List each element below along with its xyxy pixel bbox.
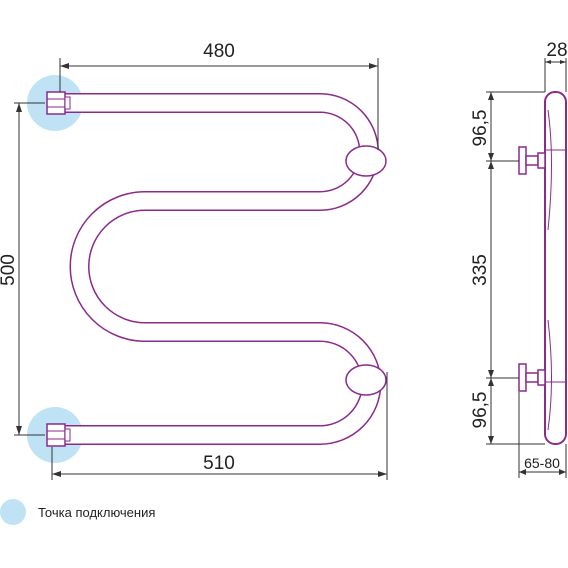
dimension-top-width (59, 58, 379, 150)
dimension-upper-offset-label: 96,5 (470, 110, 491, 147)
wall-bracket-upper-icon (518, 146, 546, 175)
side-pipe-detail-lower (547, 319, 552, 431)
dimension-center-distance-label: 335 (470, 254, 491, 286)
wall-bracket-lower-icon (518, 363, 546, 392)
dimension-height-label: 500 (0, 254, 19, 286)
dimension-chain (486, 91, 545, 445)
dimension-bottom-width-label: 510 (203, 453, 235, 474)
front-view: 480 500 510 (0, 41, 388, 480)
bracket-upper (345, 145, 387, 177)
nut-bottom-icon (46, 423, 71, 447)
side-view: 28 96,5 335 96,5 65-80 (470, 40, 568, 478)
dimension-height (14, 102, 45, 436)
nut-top-icon (46, 91, 71, 115)
dimension-depth (544, 58, 567, 92)
dimension-bottom-width (51, 372, 388, 480)
legend: Точка подключения (0, 497, 155, 527)
bracket-lower (345, 364, 387, 396)
pipe-inner (58, 94, 380, 444)
dimension-wall-distance-label: 65-80 (524, 455, 560, 471)
side-pipe (544, 91, 567, 445)
side-pipe-detail-upper (547, 109, 552, 231)
dimension-wall-distance (518, 392, 567, 478)
dimension-top-width-label: 480 (203, 41, 235, 62)
pipe-outline (58, 93, 382, 445)
legend-label: Точка подключения (38, 504, 156, 520)
connection-point-icon (0, 499, 26, 525)
dimension-lower-offset-label: 96,5 (470, 392, 491, 429)
dimension-depth-label: 28 (546, 40, 567, 61)
